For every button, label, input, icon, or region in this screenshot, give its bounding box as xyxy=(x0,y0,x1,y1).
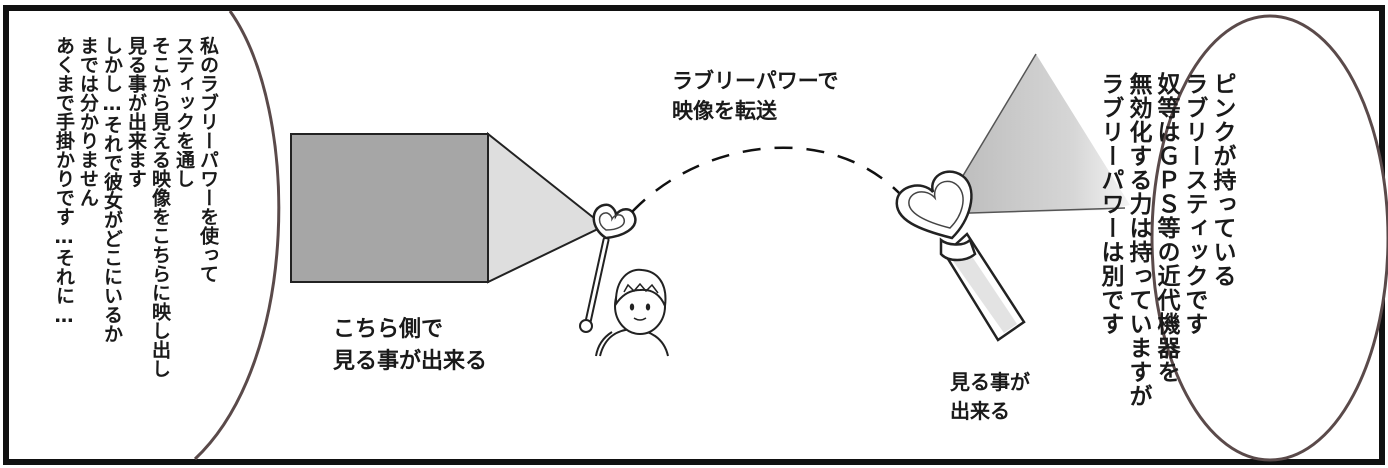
caption-see-this-side: こちら側で 見る事が出来る xyxy=(333,317,488,374)
large-lovely-stick xyxy=(939,232,1026,342)
right-speech-bubble xyxy=(1150,14,1388,462)
projection-screen xyxy=(290,133,489,283)
projection-beam xyxy=(487,131,606,284)
right-bubble-text: ピンクが持っている ラブリースティックです 奴等はＧＰＳ等の近代機器を 無効化す… xyxy=(1097,72,1235,408)
left-speech-bubble xyxy=(193,10,281,461)
large-heart xyxy=(895,170,973,240)
girl-character xyxy=(595,268,669,357)
small-heart-stick xyxy=(579,203,637,333)
left-bubble-text: 私のラブリーパワーを使って スティックを通し そこから見える映像をこちらに映し出… xyxy=(53,36,219,378)
light-cone xyxy=(940,54,1130,214)
caption-transfer: ラブリーパワーで 映像を転送 xyxy=(672,69,839,123)
caption-can-see: 見る事が 出来る xyxy=(950,370,1030,423)
transfer-dashed-arc xyxy=(631,146,903,213)
